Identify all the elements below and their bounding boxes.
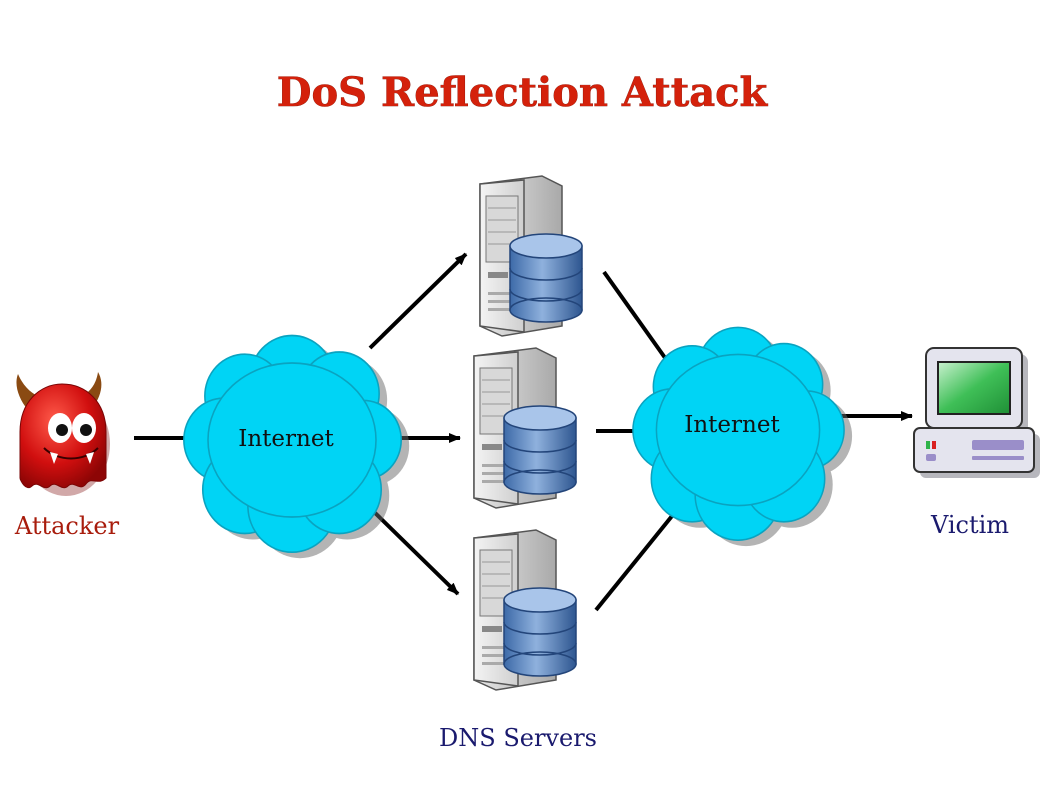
server-database-icon xyxy=(473,529,577,691)
victim-node: Victim xyxy=(913,347,1040,539)
devil-icon xyxy=(16,372,110,496)
computer-icon xyxy=(913,347,1040,478)
dns-servers-label: DNS Servers xyxy=(439,724,597,752)
attacker-node: Attacker xyxy=(14,372,120,540)
victim-label: Victim xyxy=(930,511,1009,539)
internet-right-label: Internet xyxy=(684,412,780,438)
dns-server-bottom xyxy=(473,529,577,691)
internet-cloud-right: Internet xyxy=(632,326,853,547)
attacker-label: Attacker xyxy=(14,512,120,540)
server-database-icon xyxy=(479,175,583,337)
internet-left-label: Internet xyxy=(238,426,334,452)
server-database-icon xyxy=(473,347,577,509)
dns-server-middle xyxy=(473,347,577,509)
dns-server-top xyxy=(479,175,583,337)
arrow-internet-to-dns-top xyxy=(368,252,468,350)
internet-cloud-left: Internet xyxy=(183,334,410,559)
arrow-internet-to-dns-bottom xyxy=(368,506,460,596)
line-dns-top-to-internet xyxy=(602,270,670,364)
page-title: DoS Reflection Attack xyxy=(277,69,769,116)
line-dns-bottom-to-internet xyxy=(594,514,674,612)
